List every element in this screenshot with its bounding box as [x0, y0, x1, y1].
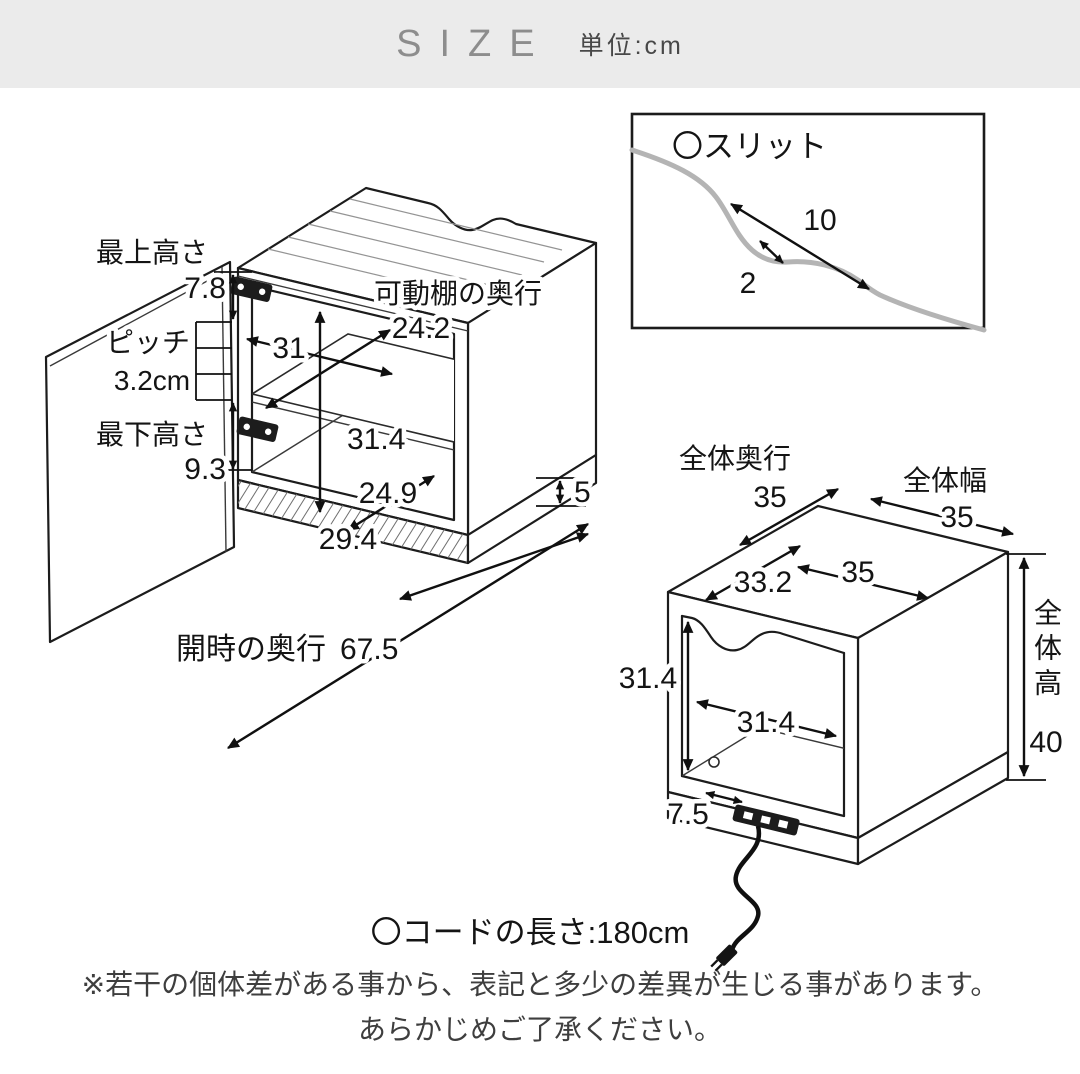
dim-inner-depth: 24.9 [359, 477, 417, 510]
dim-open-depth-label: 開時の奥行 [176, 633, 326, 666]
right-plinth-side [856, 750, 1010, 866]
hinge-bottom-icon [236, 416, 279, 442]
header: SIZE 単位:cm [0, 0, 1080, 88]
open-door [44, 260, 236, 644]
dim-overall-width-label: 全体幅 [903, 465, 987, 496]
dim-overall-height-label: 全体高 [1031, 598, 1062, 703]
slit-title: 〇スリット [672, 129, 827, 164]
dim-pitch-label: ピッチ [106, 327, 190, 358]
dim-base-height: 5 [574, 476, 591, 509]
dim-slit-length: 10 [803, 204, 836, 237]
unit-label: 単位:cm [578, 32, 684, 60]
dim-inner-height: 31.4 [347, 423, 405, 456]
dim-bottom-depth: 29.4 [319, 523, 377, 556]
dim-slit-width: 2 [740, 267, 757, 300]
left-cabinet-dimensions [195, 271, 590, 750]
dim-overall-depth-value: 35 [753, 481, 786, 514]
dim-pitch-value: 3.2cm [114, 365, 190, 396]
dim-top-clearance-label: 最上高さ [96, 237, 208, 268]
dim-top-inner-depth: 33.2 [734, 566, 792, 599]
dim-bottom-value: 7.5 [667, 798, 709, 831]
cord-hole-icon [708, 756, 720, 768]
dim-shelf-depth-value: 24.2 [392, 312, 450, 345]
cord-length-note: 〇コードの長さ:180cm [371, 915, 690, 950]
dim-bottom-clearance-label: 最下高さ [96, 419, 208, 450]
dim-top-width: 35 [841, 556, 874, 589]
dim-inner-width: 31 [272, 332, 305, 365]
dim-left-height: 31.4 [619, 662, 677, 695]
top-grain-lines [267, 198, 563, 301]
disclaimer-line-2: あらかじめご了承ください。 [357, 1014, 722, 1046]
right-opening-wave-edge [680, 614, 846, 655]
dim-overall-depth-label: 全体奥行 [679, 443, 791, 474]
dim-open-depth-value: 67.5 [340, 633, 398, 666]
dim-shelf-depth-label: 可動棚の奥行 [374, 278, 542, 309]
dim-bottom-clearance-value: 9.3 [184, 453, 226, 486]
dim-top-clearance-value: 7.8 [184, 272, 226, 305]
right-cabinet-drawing [666, 504, 1010, 972]
right-cabinet-dimensions [682, 487, 1046, 805]
dim-overall-width-value: 35 [940, 501, 973, 534]
slit-detail-box: 〇スリット 10 2 [629, 112, 987, 333]
disclaimer: ※若干の個体差がある事から、表記と多少の差異が生じる事があります。 あらかじめご… [0, 962, 1080, 1053]
page-title: SIZE [396, 22, 553, 65]
dim-right-inner-width: 31.4 [737, 706, 795, 739]
disclaimer-line-1: ※若干の個体差がある事から、表記と多少の差異が生じる事があります。 [81, 969, 999, 1000]
hinge-top-icon [230, 276, 273, 302]
power-cord-icon [729, 825, 762, 951]
outlet-icon [732, 804, 800, 836]
plug-icon [710, 944, 738, 972]
dim-overall-height-value: 40 [1029, 726, 1062, 759]
